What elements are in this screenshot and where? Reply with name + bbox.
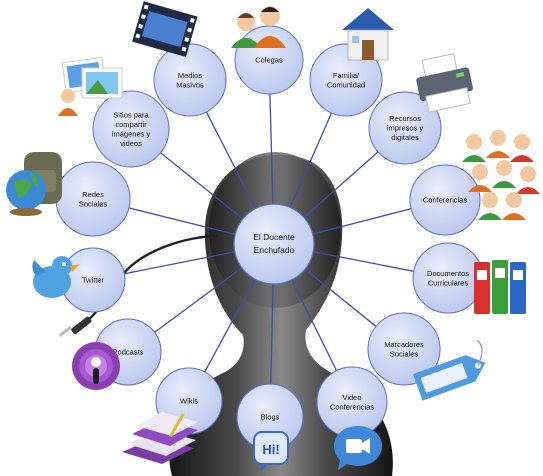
node-bubble (409, 164, 481, 236)
house-icon (342, 8, 394, 61)
node-label-line: Recursos (389, 114, 421, 123)
conference-crowd-icon (462, 130, 540, 220)
twitter-bird-icon (32, 256, 80, 298)
node-label-line: Marcadores (384, 340, 424, 349)
node-label-line: Redes (82, 190, 104, 199)
node-label-line: Conferencias (423, 196, 467, 205)
node-familia-comunidad[interactable]: Familia/Comunidad (309, 43, 383, 117)
node-label-line: impresos y (387, 124, 424, 133)
printer-icon (416, 53, 473, 113)
node-bubble (367, 312, 441, 386)
blog-icon-text: Hi! (262, 442, 279, 457)
node-label-line: compartir (115, 120, 147, 129)
node-label-line: Documentos (427, 269, 469, 278)
node-label-line: Sociales (79, 199, 108, 208)
node-label-line: Video (342, 393, 361, 402)
node-bubble (92, 90, 170, 168)
node-bubble (153, 43, 227, 117)
node-conferencias[interactable]: Conferencias (409, 164, 481, 236)
globe-backpack-icon (6, 152, 62, 216)
node-label-line: Sitios para (113, 110, 149, 119)
colleagues-icon (231, 6, 286, 48)
node-label-line: Podcasts (113, 348, 144, 357)
center-label-line-1: El Docente (253, 232, 295, 242)
node-label-line: Familia/ (333, 71, 360, 80)
node-bubble (368, 91, 442, 165)
node-label-line: Colegas (255, 56, 283, 65)
node-label-line: Twitter (82, 276, 105, 285)
wiki-books-icon (122, 412, 198, 464)
bookmark-tag-icon (412, 339, 486, 401)
node-label-line: Masivos (176, 80, 204, 89)
node-label-line: Curriculares (428, 278, 469, 287)
photo-sharing-icon (58, 56, 123, 116)
center-node[interactable]: El Docente Enchufado (233, 203, 315, 285)
node-label-line: digitales (391, 133, 419, 142)
binders-icon (474, 260, 526, 314)
node-label-line: Blogs (261, 413, 280, 422)
node-label-line: imágenes y (112, 129, 151, 138)
node-bubble (309, 43, 383, 117)
node-label-line: Comunidad (327, 80, 365, 89)
center-label-line-2: Enchufado (254, 245, 295, 255)
film-strip-icon (132, 1, 198, 58)
node-label-line: Medios (178, 71, 202, 80)
node-label-line: Sociales (390, 349, 419, 358)
blog-hi-icon: Hi! (253, 431, 289, 472)
node-label-line: videos (120, 139, 142, 148)
video-chat-icon (334, 426, 382, 470)
podcast-icon (72, 342, 120, 390)
node-label-line: Conferencias (330, 402, 374, 411)
node-label-line: Wikis (180, 397, 198, 406)
